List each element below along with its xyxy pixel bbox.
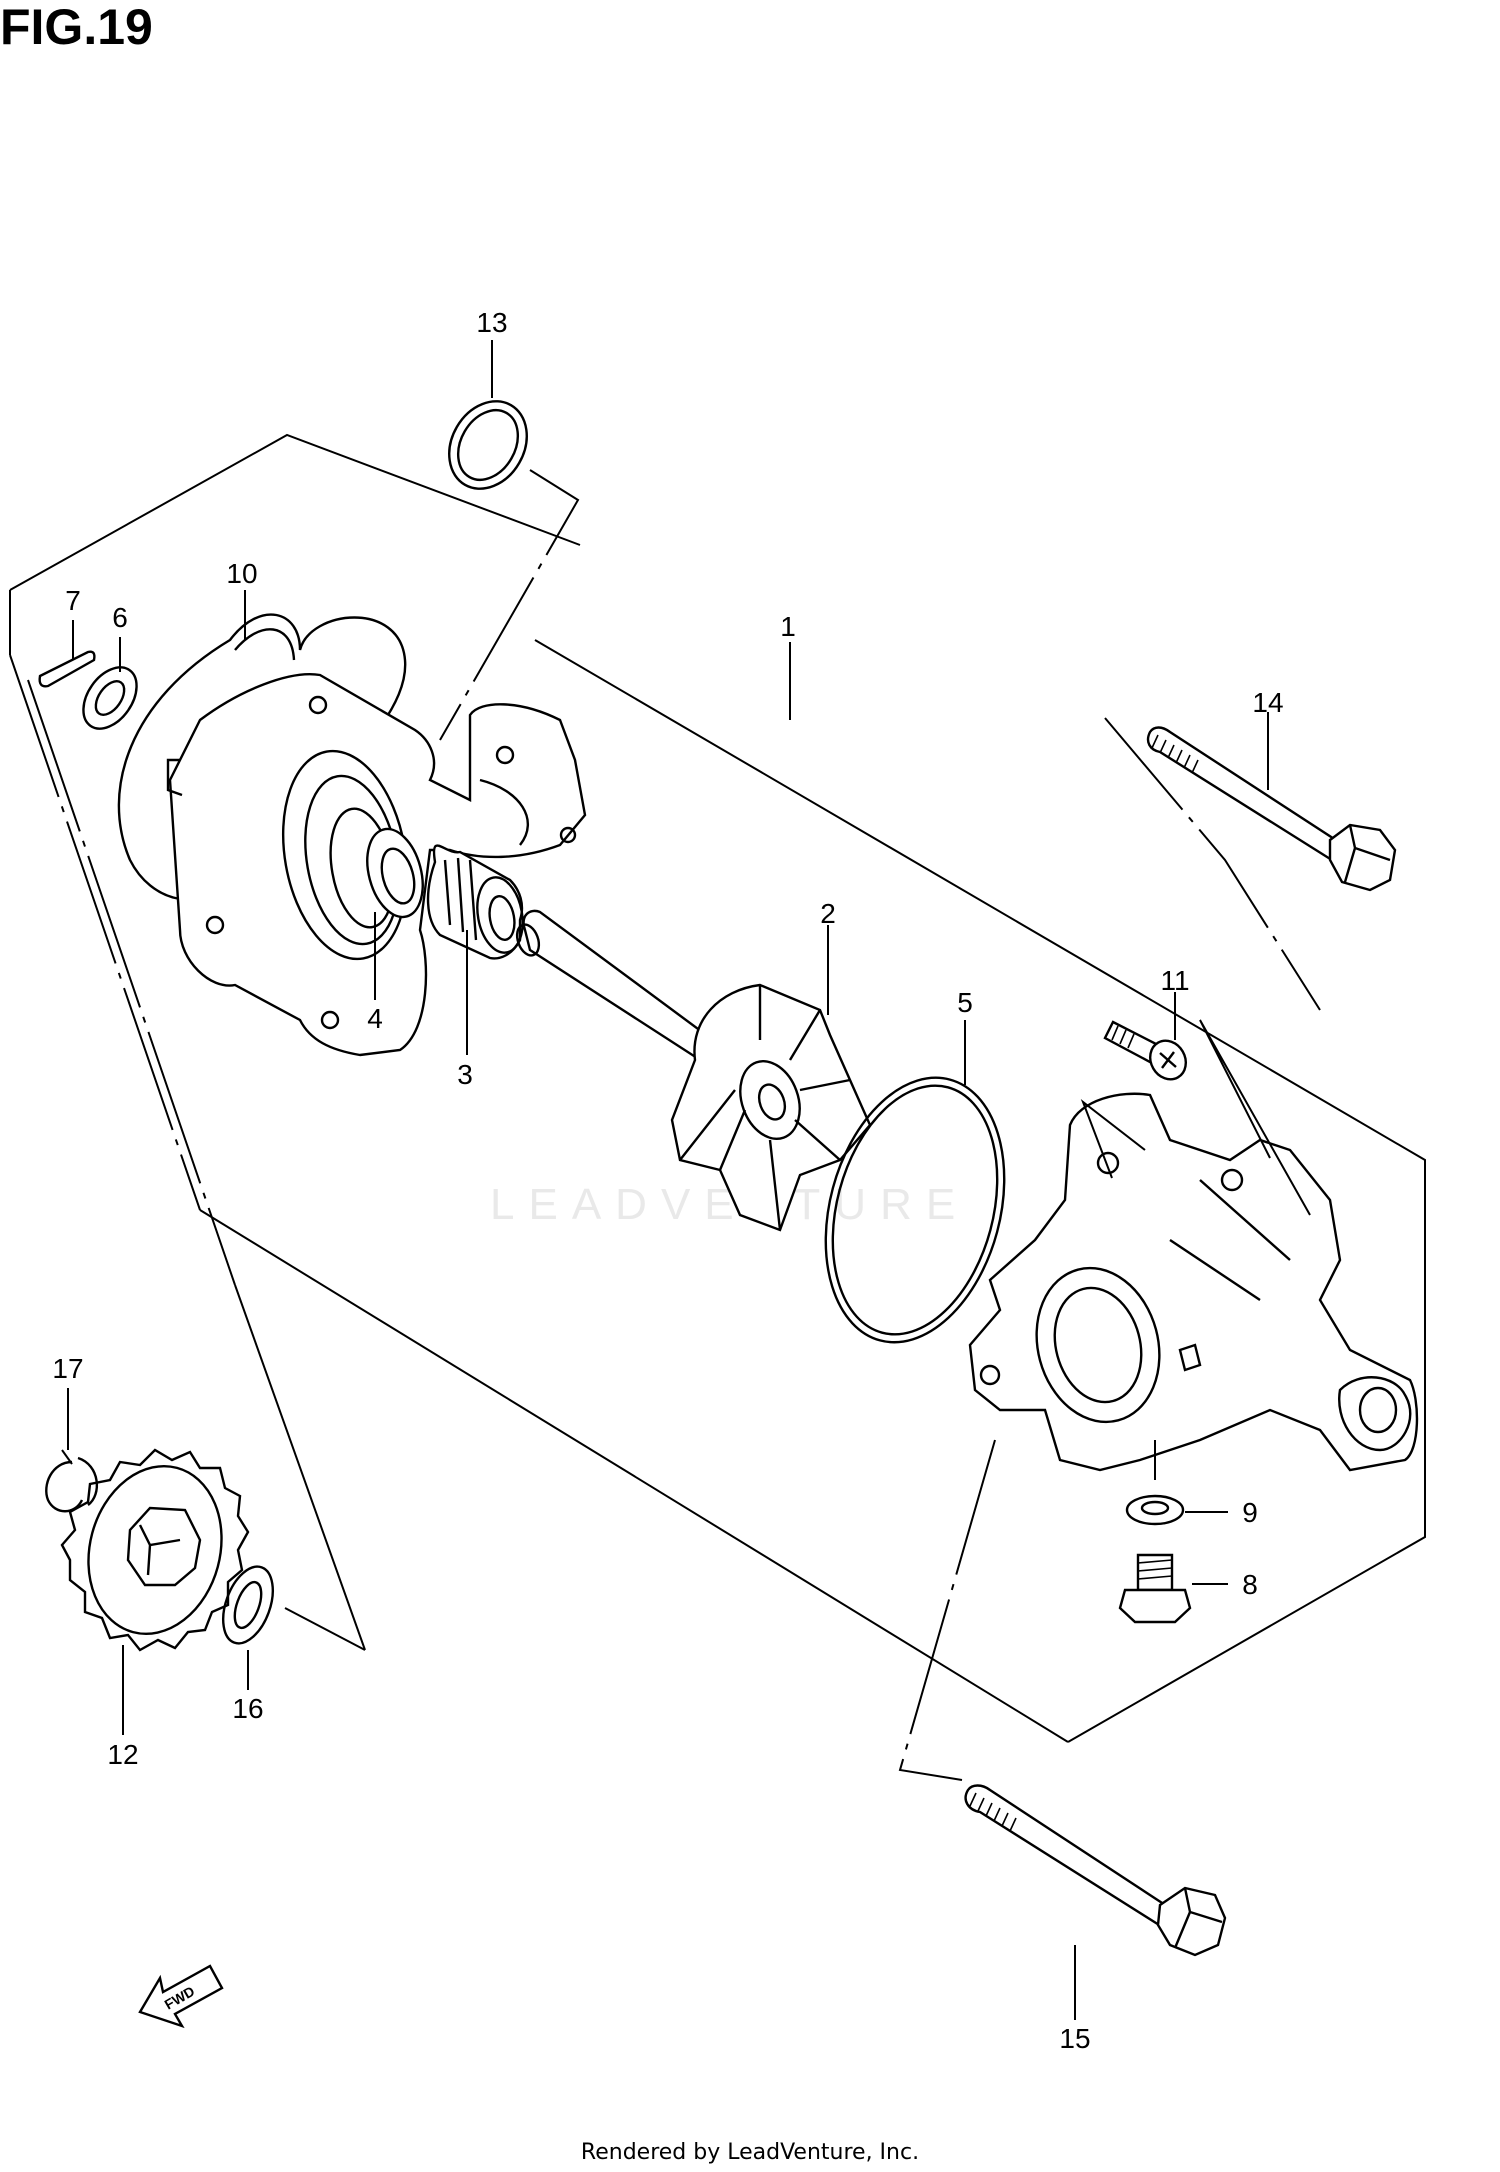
callout-8: 8	[1242, 1569, 1258, 1600]
part-5-o-ring	[824, 1076, 1006, 1344]
leader-lines	[67, 340, 1269, 2020]
part-7-pin	[38, 650, 96, 688]
callout-labels: 13 7 6 10 1 14 2 5 11 4 3 9 8 17 16 12 1…	[52, 307, 1283, 2054]
part-11-bracket-lines	[1080, 1019, 1311, 1216]
part-6-washer	[82, 666, 138, 730]
callout-12: 12	[107, 1739, 138, 1770]
callout-4: 4	[367, 1003, 383, 1034]
callout-7: 7	[65, 585, 81, 616]
callout-17: 17	[52, 1353, 83, 1384]
pump-cover	[968, 1092, 1419, 1472]
callout-1: 1	[780, 611, 796, 642]
callout-11: 11	[1160, 965, 1189, 996]
part-9-washer	[1125, 1494, 1185, 1526]
footer-credit: Rendered by LeadVenture, Inc.	[580, 2140, 920, 2165]
callout-2: 2	[820, 898, 836, 929]
watermark-text: LEADVENTURE	[490, 1180, 970, 1229]
callout-10: 10	[226, 558, 257, 589]
part-15-bolt	[898, 1439, 1227, 1957]
callout-5: 5	[957, 987, 973, 1018]
part-8-drain-bolt	[1118, 1440, 1192, 1624]
part-13-o-ring	[439, 400, 580, 741]
callout-15: 15	[1059, 2023, 1090, 2054]
part-16-washer	[222, 1565, 274, 1645]
part-12-gear	[60, 1448, 250, 1652]
part-4-oil-seal	[366, 827, 424, 919]
part-3-mechanical-seal	[426, 844, 524, 960]
assembly-outline	[9, 433, 1426, 1743]
fwd-arrow-icon: FWD	[138, 1964, 224, 2029]
part-14-bolt	[1104, 717, 1397, 1011]
part-11-screw	[1103, 1020, 1187, 1081]
callout-13: 13	[476, 307, 507, 338]
figure-title: FIG.19	[0, 0, 153, 55]
callout-14: 14	[1252, 687, 1283, 718]
callout-3: 3	[457, 1059, 473, 1090]
part-2-impeller	[670, 983, 872, 1232]
part-17-circlip	[45, 1449, 99, 1513]
callout-6: 6	[112, 602, 128, 633]
callout-16: 16	[232, 1693, 263, 1724]
callout-9: 9	[1242, 1497, 1258, 1528]
